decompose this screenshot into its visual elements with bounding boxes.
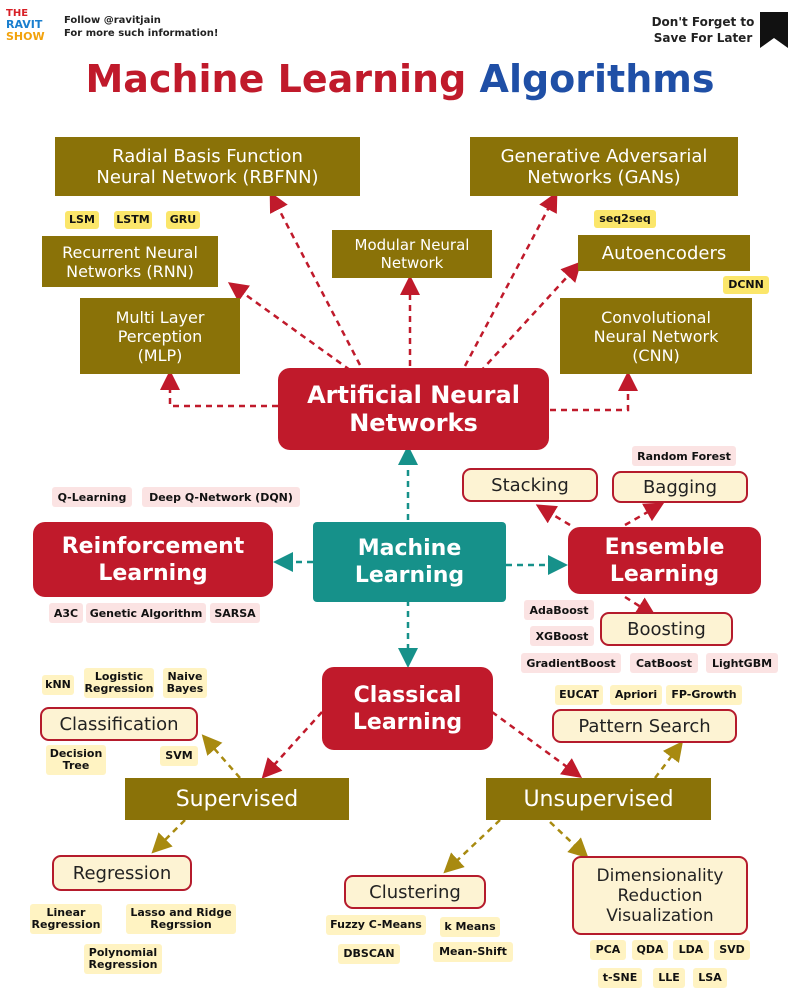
title-part-2: Algorithms	[479, 57, 715, 101]
title-part-1: Machine Learning	[85, 57, 467, 101]
tag-genetic: Genetic Algorithm	[86, 603, 206, 623]
node-stacking[interactable]: Stacking	[462, 468, 598, 502]
tag-dbscan: DBSCAN	[338, 944, 400, 964]
node-dim-reduction[interactable]: Dimensionality Reduction Visualization	[572, 856, 748, 935]
node-rbfnn[interactable]: Radial Basis Function Neural Network (RB…	[55, 137, 360, 196]
tag-pca: PCA	[590, 940, 626, 960]
tag-gru: GRU	[166, 211, 200, 229]
tag-qda: QDA	[632, 940, 668, 960]
tag-lsa: LSA	[693, 968, 727, 988]
arrow-ann-mlp	[160, 370, 278, 408]
tag-linear: Linear Regression	[30, 904, 102, 934]
node-gans[interactable]: Generative Adversarial Networks (GANs)	[470, 137, 738, 196]
node-machine-learning[interactable]: Machine Learning	[313, 522, 506, 602]
tag-lsm: LSM	[65, 211, 99, 229]
arrow-ann-cnn	[550, 371, 638, 412]
follow-handle[interactable]: Follow @ravitjain	[64, 15, 161, 26]
bookmark-icon[interactable]	[760, 12, 788, 48]
tag-gradientboost: GradientBoost	[521, 653, 621, 673]
page-title: Machine Learning Algorithms	[0, 54, 800, 104]
node-mlp[interactable]: Multi Layer Perception (MLP)	[80, 298, 240, 374]
node-autoencoders[interactable]: Autoencoders	[578, 235, 750, 271]
tag-sarsa: SARSA	[210, 603, 260, 623]
node-classification[interactable]: Classification	[40, 707, 198, 741]
tag-eucat: EUCAT	[555, 685, 603, 705]
node-rnn[interactable]: Recurrent Neural Networks (RNN)	[42, 236, 218, 287]
node-reinforcement[interactable]: Reinforcement Learning	[33, 522, 273, 597]
save-line-2: Save For Later	[653, 31, 753, 45]
tag-catboost: CatBoost	[630, 653, 698, 673]
arrow-ann-gans	[463, 191, 558, 367]
tag-lasso: Lasso and Ridge Regrssion	[126, 904, 236, 934]
tag-svd: SVD	[714, 940, 750, 960]
node-pattern-search[interactable]: Pattern Search	[552, 709, 737, 743]
arrow-unsupervised-dimred	[549, 821, 589, 859]
tag-tsne: t-SNE	[598, 968, 642, 988]
logo-line-2: RAVIT	[6, 18, 43, 31]
tag-fuzzy: Fuzzy C-Means	[326, 915, 426, 935]
tag-lightgbm: LightGBM	[706, 653, 778, 673]
tag-lle: LLE	[653, 968, 685, 988]
arrow-unsupervised-pattern	[654, 741, 684, 779]
node-supervised[interactable]: Supervised	[125, 778, 349, 820]
node-boosting[interactable]: Boosting	[600, 612, 733, 646]
arrow-classical-supervised	[261, 711, 323, 779]
logo: THE RAVIT SHOW	[6, 8, 58, 48]
arrow-ann-autoencoders	[479, 261, 582, 373]
tag-a3c: A3C	[49, 603, 83, 623]
follow-text: Follow @ravitjain For more such informat…	[64, 14, 218, 40]
tag-meanshift: Mean-Shift	[433, 942, 513, 962]
arrow-ensemble-stacking	[535, 504, 571, 527]
arrow-unsupervised-clustering	[443, 819, 501, 874]
node-regression[interactable]: Regression	[52, 855, 192, 891]
node-classical[interactable]: Classical Learning	[322, 667, 493, 750]
tag-xgboost: XGBoost	[530, 626, 594, 646]
node-unsupervised[interactable]: Unsupervised	[486, 778, 711, 820]
node-clustering[interactable]: Clustering	[344, 875, 486, 909]
arrow-ann-rbfnn	[269, 191, 362, 366]
tag-lstm: LSTM	[114, 211, 152, 229]
arrow-supervised-regression	[151, 819, 186, 854]
tag-polynomial: Polynomial Regression	[84, 944, 162, 974]
node-ann[interactable]: Artificial Neural Networks	[278, 368, 549, 450]
tag-random-forest: Random Forest	[632, 446, 736, 466]
arrow-supervised-classification	[201, 734, 241, 779]
tag-dqn: Deep Q-Network (DQN)	[142, 487, 300, 507]
tag-naive-bayes: Naive Bayes	[163, 668, 207, 698]
tag-q-learning: Q-Learning	[52, 487, 132, 507]
node-cnn[interactable]: Convolutional Neural Network (CNN)	[560, 298, 752, 374]
logo-line-3: SHOW	[6, 30, 45, 43]
node-ensemble[interactable]: Ensemble Learning	[568, 527, 761, 594]
node-modular[interactable]: Modular Neural Network	[332, 230, 492, 278]
logo-line-1: THE	[6, 8, 29, 19]
arrow-ensemble-bagging	[624, 502, 665, 527]
arrow-classical-unsupervised	[491, 710, 583, 778]
tag-adaboost: AdaBoost	[524, 600, 594, 620]
tag-apriori: Apriori	[610, 685, 662, 705]
tag-decision-tree: Decision Tree	[46, 745, 106, 775]
tag-dcnn: DCNN	[723, 276, 769, 294]
tag-kmeans: k Means	[440, 917, 500, 937]
tag-logistic: Logistic Regression	[84, 668, 154, 698]
tag-fpgrowth: FP-Growth	[666, 685, 742, 705]
node-bagging[interactable]: Bagging	[612, 471, 748, 503]
arrow-ensemble-boosting	[624, 595, 657, 617]
tag-lda: LDA	[673, 940, 709, 960]
save-line-1: Don't Forget to	[651, 15, 755, 29]
follow-more: For more such information!	[64, 28, 219, 39]
tag-knn: kNN	[42, 675, 74, 695]
save-reminder: Don't Forget to Save For Later	[650, 14, 756, 46]
tag-svm: SVM	[160, 746, 198, 766]
arrow-ann-rnn	[227, 282, 351, 372]
tag-seq2seq: seq2seq	[594, 210, 656, 228]
